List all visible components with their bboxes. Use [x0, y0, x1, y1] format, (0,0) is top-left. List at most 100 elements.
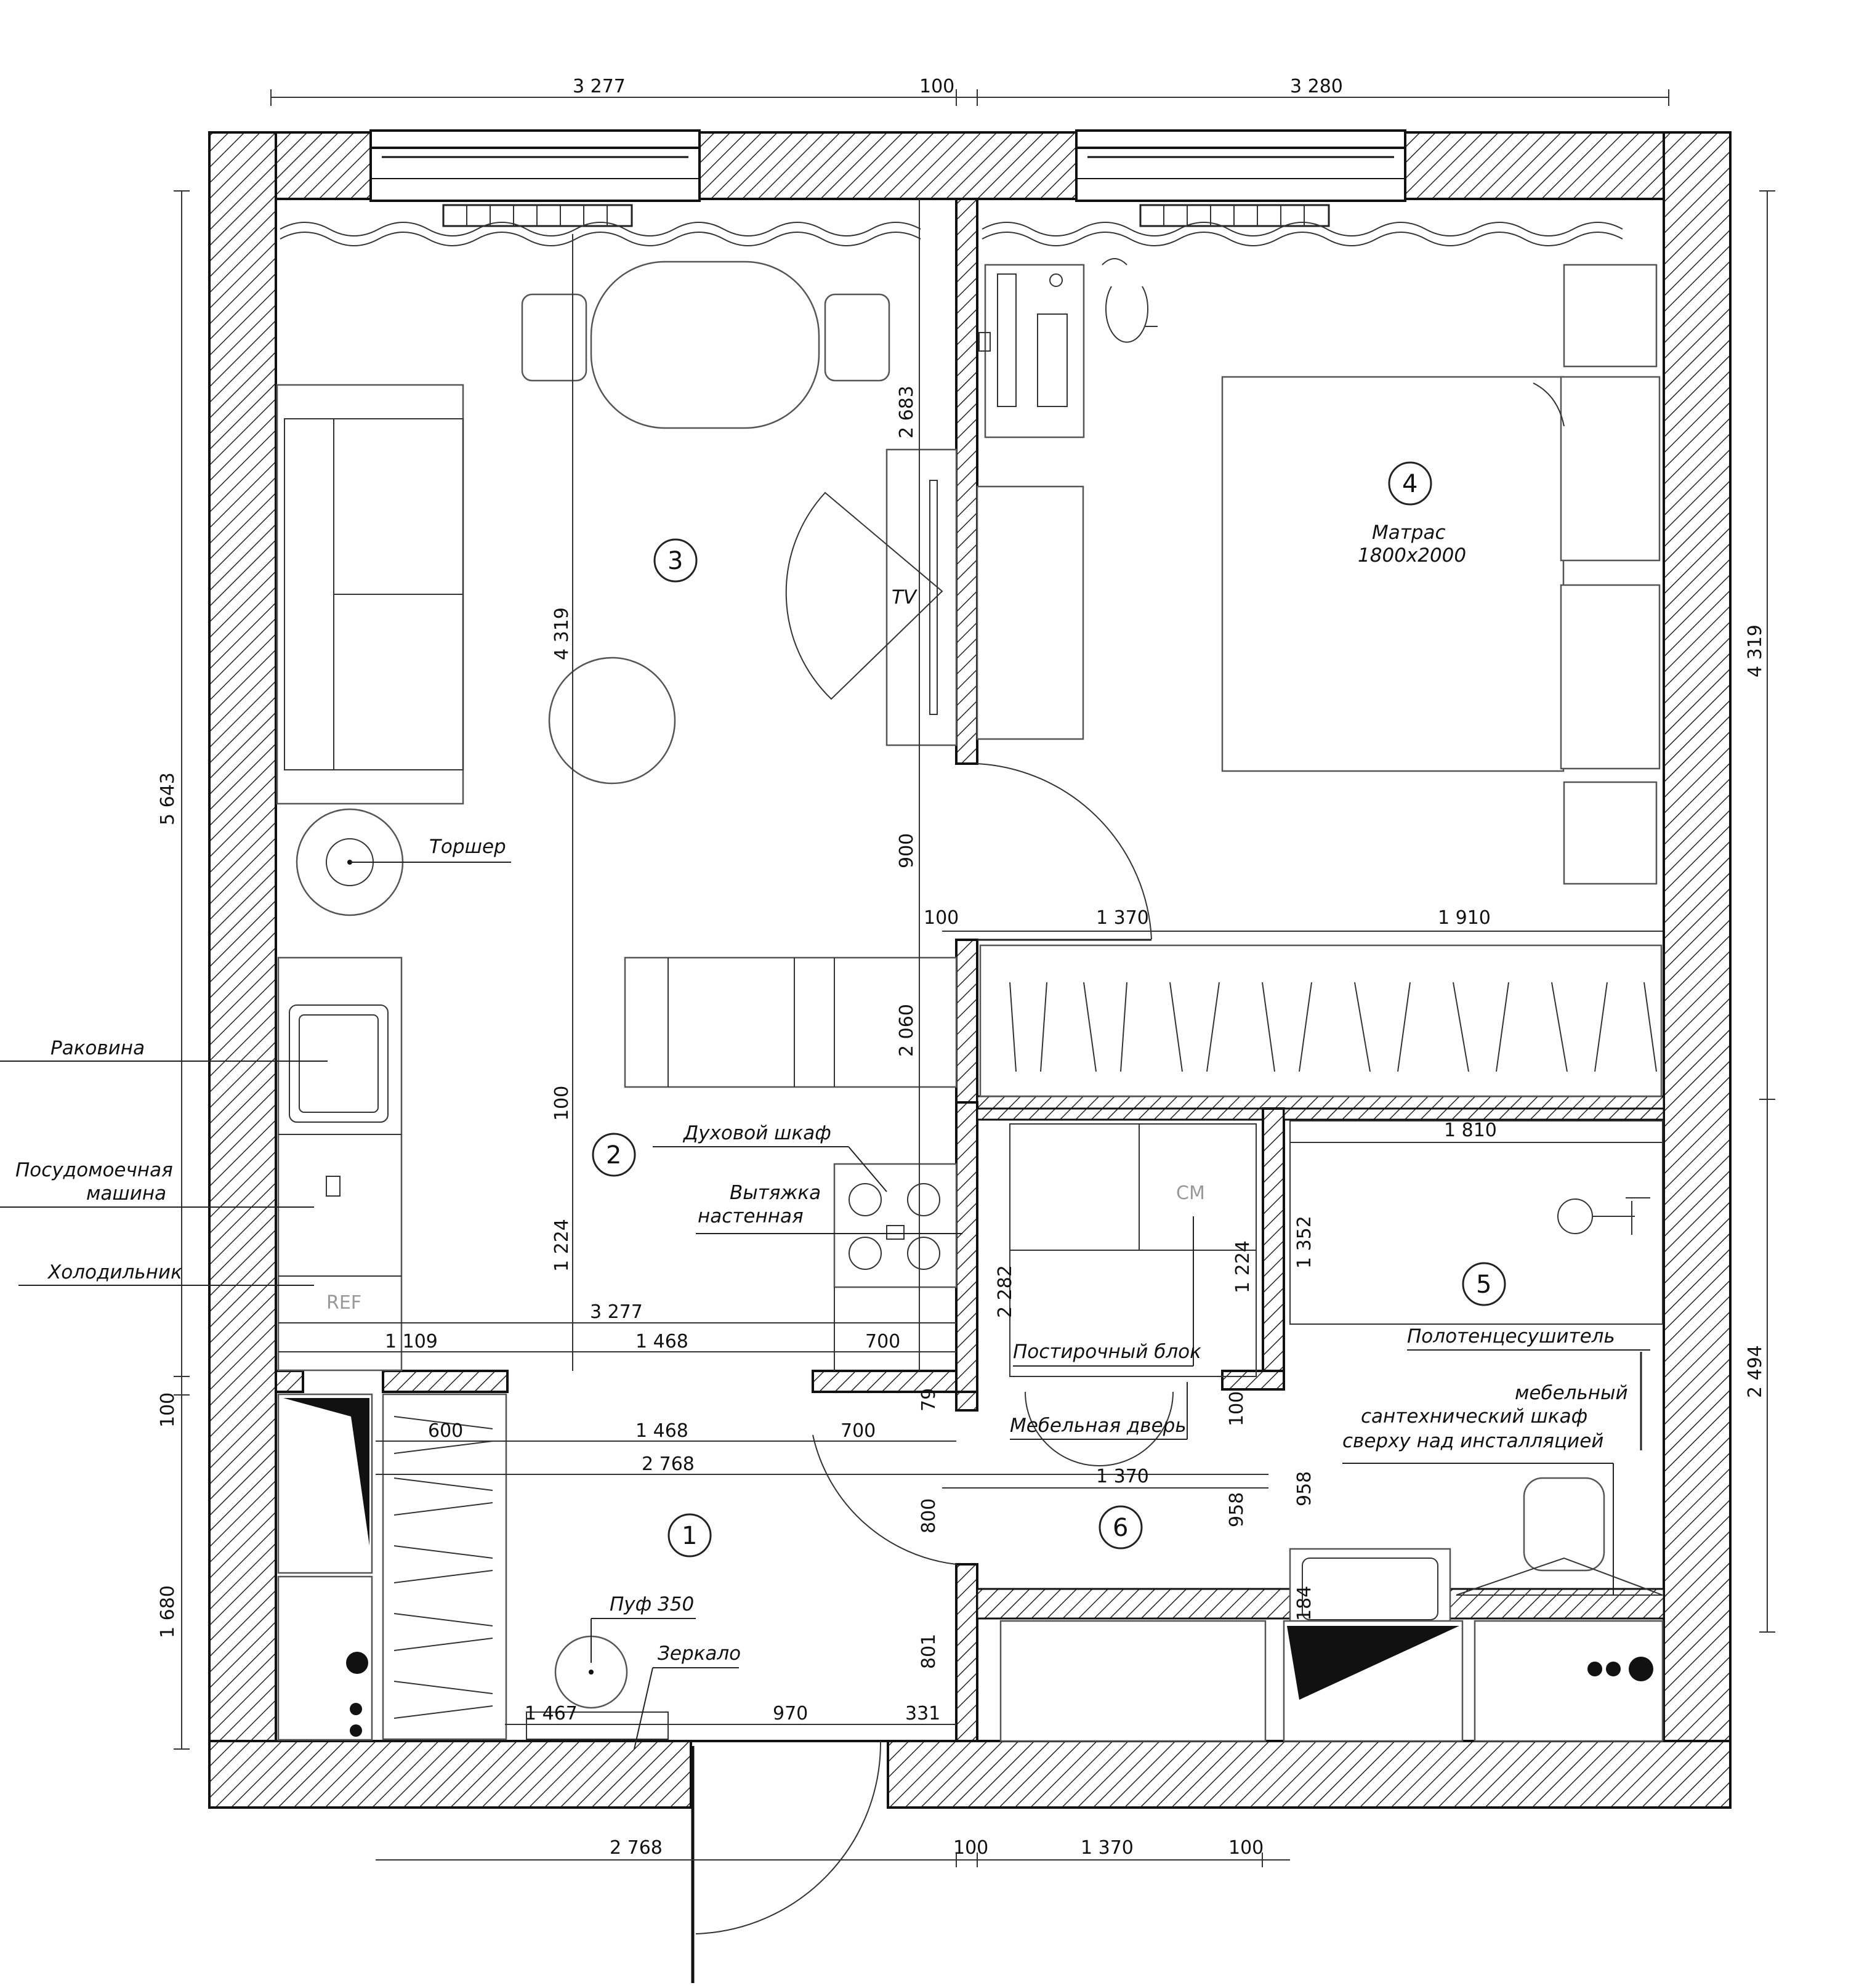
dim-1109: 1 109 [385, 1331, 438, 1352]
room-2: 2 [606, 1141, 621, 1170]
dim-left-100: 100 [157, 1392, 179, 1428]
dim-1910: 1 910 [1438, 907, 1491, 929]
dim-top-left: 3 277 [573, 76, 626, 97]
dim-958-a: 958 [1226, 1492, 1248, 1527]
dim-left-1680: 1 680 [157, 1585, 179, 1638]
shoe-shelf [382, 1393, 507, 1740]
dim-4319-inner: 4 319 [551, 607, 573, 660]
bathtub [1289, 1548, 1451, 1630]
label-oven: Духовой шкаф [682, 1122, 831, 1144]
dim-100-bed: 100 [924, 907, 959, 929]
coffee-table [548, 657, 676, 785]
dim-bottom-100-b: 100 [1228, 1837, 1264, 1859]
dim-600: 600 [428, 1420, 463, 1442]
dim-1810: 1 810 [1444, 1120, 1497, 1141]
kitchen-counter [277, 956, 403, 1372]
sofa [276, 384, 464, 805]
label-mattress: Матрас [1372, 522, 1446, 544]
desk [978, 258, 1158, 438]
wardrobe [979, 944, 1663, 1097]
label-towel-dryer: Полотенцесушитель [1407, 1325, 1615, 1348]
bedside-tables [1563, 264, 1658, 885]
room-markers: 3 4 2 5 6 1 [592, 461, 1506, 1558]
dim-right-4319: 4 319 [1744, 624, 1766, 677]
laundry-block [1009, 1123, 1257, 1377]
dim-3277-kitchen: 3 277 [590, 1301, 643, 1323]
dim-1224-laundry: 1 224 [1232, 1240, 1254, 1293]
label-mirror: Зеркало [658, 1643, 741, 1665]
dim-1370-bed: 1 370 [1096, 907, 1149, 929]
label-cabinet-1: мебельный [1515, 1382, 1628, 1404]
window-left [369, 129, 701, 202]
label-fridge: Холодильник [47, 1261, 182, 1283]
dim-2060: 2 060 [896, 1004, 917, 1057]
dim-801: 801 [918, 1634, 940, 1669]
toilet [1456, 1477, 1663, 1596]
radiator-right [1139, 204, 1330, 227]
dim-100-door: 100 [1226, 1391, 1248, 1426]
dim-970: 970 [773, 1703, 808, 1724]
label-cabinet-3: сверху над инсталляцией [1342, 1430, 1603, 1452]
dim-1370-entry: 1 370 [1096, 1466, 1149, 1487]
dim-184: 184 [1294, 1586, 1315, 1621]
dim-1468-entry: 1 468 [635, 1420, 688, 1442]
label-torsher: Торшер [429, 836, 506, 858]
leader-lines [0, 1061, 1650, 1750]
dim-900: 900 [896, 833, 917, 868]
dim-right-2494: 2 494 [1744, 1345, 1766, 1398]
dim-1467: 1 467 [525, 1703, 578, 1724]
label-cabinet-2: сантехнический шкаф [1361, 1405, 1587, 1428]
dim-700-kitchen: 700 [865, 1331, 900, 1352]
dim-top-mid: 100 [919, 76, 954, 97]
dim-1468-kitchen: 1 468 [635, 1331, 688, 1352]
label-mattress-size: 1800х2000 [1358, 544, 1466, 567]
room-5: 5 [1476, 1271, 1491, 1299]
shower-area [1289, 1120, 1663, 1325]
dining-table [521, 261, 890, 429]
bedroom-door [977, 763, 1152, 940]
label-dishwasher-1: Посудомоечная [15, 1159, 173, 1181]
label-hood-2: настенная [698, 1205, 804, 1227]
label-ref: REF [326, 1292, 361, 1314]
dim-2282: 2 282 [994, 1265, 1016, 1318]
entry-closet [277, 1393, 373, 1741]
dim-top-right: 3 280 [1290, 76, 1343, 97]
room-1: 1 [682, 1522, 697, 1550]
label-pouf: Пуф 350 [610, 1593, 694, 1615]
label-laundry: Постирочный блок [1013, 1341, 1201, 1363]
curtain-left [280, 222, 921, 246]
bed [1221, 376, 1661, 772]
kitchen-door [812, 1434, 957, 1565]
label-furniture-door: Мебельная дверь [1010, 1415, 1187, 1437]
radiator-left [442, 204, 633, 227]
dimension-lines [174, 89, 1775, 1867]
lower-cabinets [999, 1620, 1664, 1742]
dim-2683: 2 683 [896, 386, 917, 438]
dim-958-b: 958 [1294, 1471, 1315, 1506]
furniture-door-arc [1025, 1391, 1174, 1466]
curtain-right [982, 222, 1623, 246]
dim-79: 79 [918, 1388, 940, 1412]
dim-bottom-2768: 2 768 [610, 1837, 663, 1859]
floor-lamp [296, 808, 511, 916]
label-sink: Раковина [50, 1037, 145, 1059]
room-6: 6 [1113, 1514, 1128, 1542]
dim-331: 331 [905, 1703, 940, 1724]
mirror [526, 1711, 669, 1740]
room-4: 4 [1402, 470, 1417, 498]
dim-1352: 1 352 [1294, 1216, 1315, 1269]
label-hood-1: Вытяжка [730, 1182, 821, 1204]
dim-700-entry: 700 [841, 1420, 876, 1442]
window-right [1075, 129, 1406, 202]
room-3: 3 [667, 547, 683, 575]
dim-bottom-1370: 1 370 [1081, 1837, 1134, 1859]
label-cm: СМ [1176, 1182, 1205, 1204]
label-tv: TV [892, 586, 918, 608]
dim-100-inner: 100 [551, 1086, 573, 1121]
dim-2768-entry: 2 768 [642, 1453, 695, 1475]
dim-800: 800 [918, 1498, 940, 1533]
label-dishwasher-2: машина [86, 1182, 166, 1205]
dim-bottom-100-a: 100 [953, 1837, 988, 1859]
dim-1224-kitchen: 1 224 [551, 1219, 573, 1272]
